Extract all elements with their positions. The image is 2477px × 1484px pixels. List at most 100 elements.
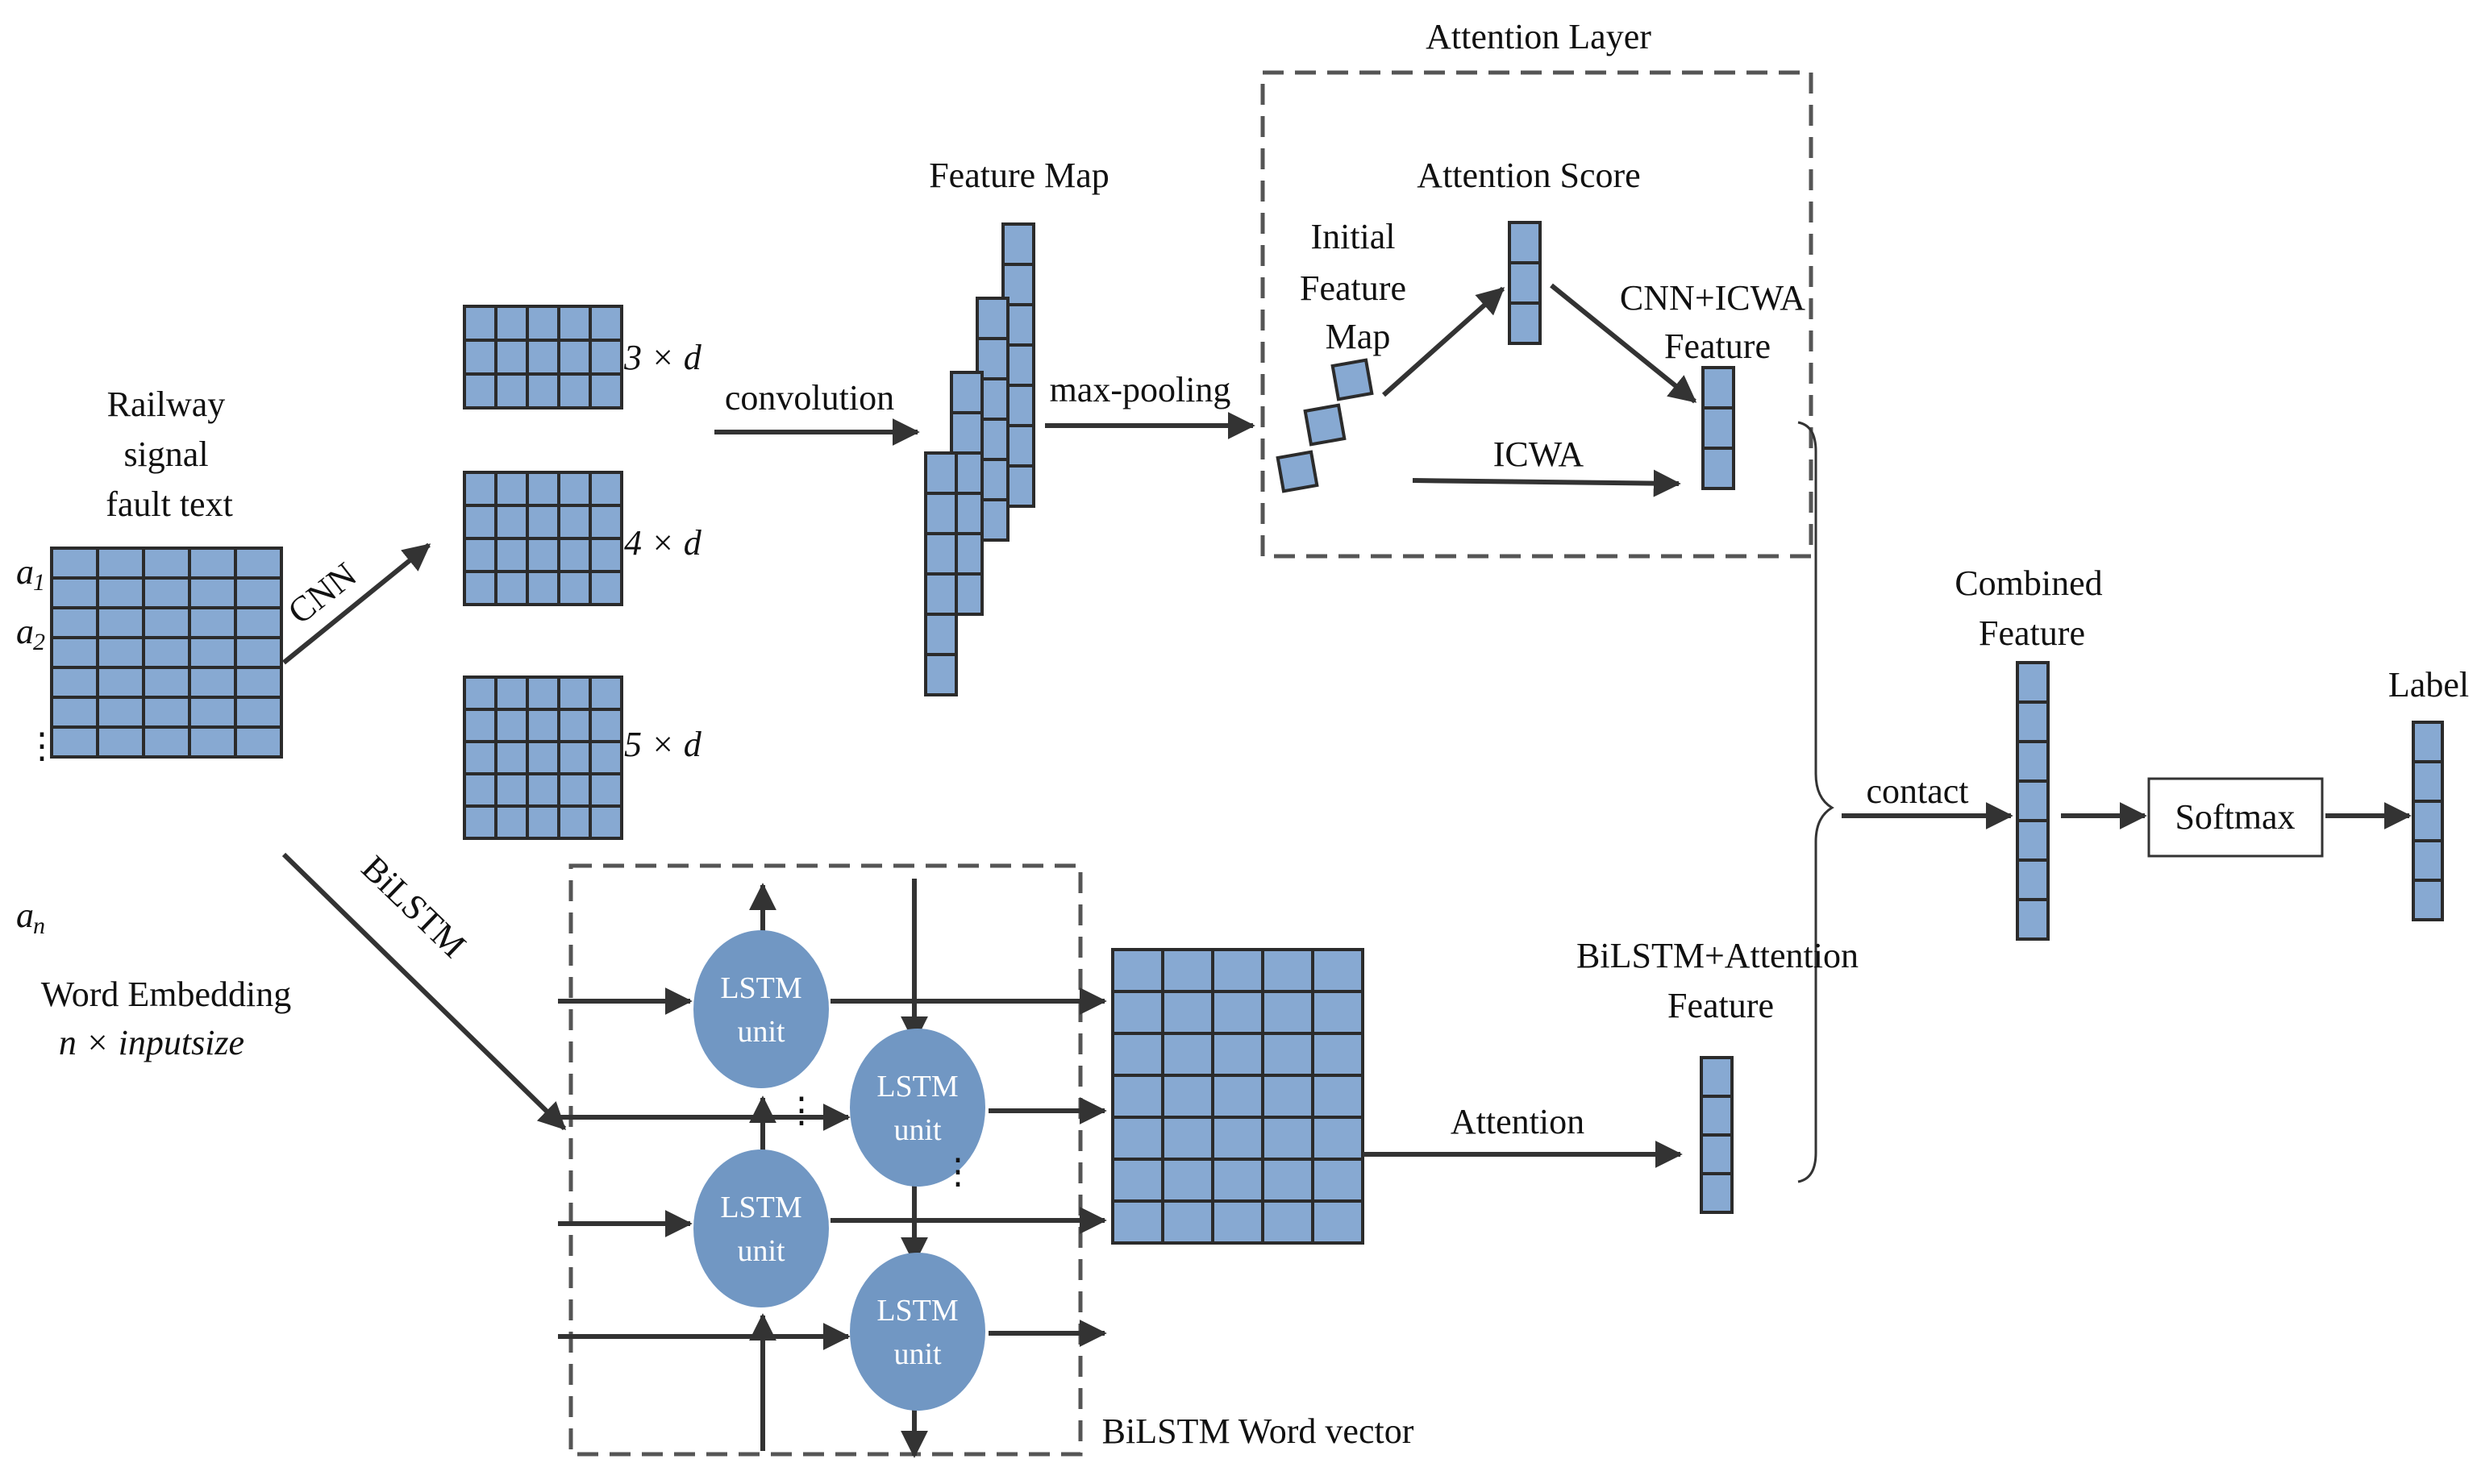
- bilstm-word-vector-matrix-cell: [1211, 1032, 1264, 1077]
- bilstm-word-vector-matrix-cell: [1311, 1158, 1364, 1203]
- word-embedding-matrix-cell: [142, 576, 191, 609]
- bilstm-word-vector-matrix-cell: [1211, 1199, 1264, 1245]
- kernel-4xd-grid-cell: [494, 570, 529, 606]
- word-embedding-matrix-cell: [96, 666, 145, 699]
- score-to-feature-arrow: [1550, 283, 1697, 404]
- kernel-5xd-grid-cell: [526, 708, 560, 743]
- svg-text:1: 1: [33, 569, 45, 596]
- feature-map-column-2: [976, 297, 1010, 542]
- bilstm-word-vector-matrix-cell: [1161, 948, 1214, 993]
- word-embedding-matrix-cell: [188, 696, 237, 729]
- kernel-3xd-grid-cell: [494, 305, 529, 342]
- initial-feature-map-cell: [1303, 403, 1347, 447]
- word-embedding-matrix-cell: [96, 576, 145, 609]
- railway-label-line3: fault text: [106, 484, 233, 524]
- kernel-4xd-grid-cell: [494, 537, 529, 573]
- bilstm-word-vector-matrix-cell: [1111, 1032, 1164, 1077]
- kernel-3xd-grid-cell: [494, 372, 529, 409]
- bilstm-word-vector-matrix-cell: [1211, 1158, 1264, 1203]
- kernel-3xd-grid-cell: [589, 305, 623, 342]
- feature-map-column-4: [924, 451, 958, 696]
- kernel-5xd-grid-cell: [557, 708, 592, 743]
- kernel-5xd-grid-cell: [463, 708, 497, 743]
- kernel-5xd-grid-cell: [589, 804, 623, 840]
- word-embedding-matrix-cell: [96, 636, 145, 669]
- kernel-3xd-label: 3 × d: [623, 338, 702, 377]
- initial-feature-map-cell: [1276, 450, 1319, 493]
- cnn-icwa-feature-vector: [1701, 366, 1735, 490]
- kernel-4xd-grid-cell: [557, 504, 592, 540]
- merge-brace: [1797, 421, 1834, 1183]
- kernel-5xd-grid-cell: [494, 675, 529, 711]
- word-embedding-matrix-cell: [50, 666, 99, 699]
- lstm-unit-1-sublabel: unit: [737, 1015, 785, 1049]
- bilstm-word-vector-matrix-cell: [1161, 1158, 1214, 1203]
- bilstm-word-vector-matrix-cell: [1211, 1074, 1264, 1119]
- railway-label-line2: signal: [123, 434, 208, 474]
- bilstm-word-vector-matrix-cell: [1211, 948, 1264, 993]
- combined-feature-vector-cell: [2016, 779, 2050, 822]
- bilstm-word-vector-matrix-cell: [1311, 948, 1364, 993]
- bilstm-word-vector-matrix-cell: [1311, 990, 1364, 1035]
- kernel-4xd-grid-cell: [526, 570, 560, 606]
- bilstm-word-vector-matrix-cell: [1161, 1199, 1214, 1245]
- word-embedding-matrix-cell: [188, 547, 237, 580]
- kernel-3xd-grid-cell: [557, 305, 592, 342]
- kernel-3xd-grid: [463, 305, 623, 409]
- lstm-dots-right: ⋮: [940, 1152, 976, 1191]
- row-label-dots: ⋮: [24, 726, 60, 766]
- kernel-3xd-grid-cell: [463, 305, 497, 342]
- svg-text:a: a: [16, 896, 34, 935]
- label-vector-cell: [2412, 800, 2444, 842]
- word-embedding-matrix-cell: [234, 666, 283, 699]
- bilstm-word-vector-matrix-cell: [1111, 990, 1164, 1035]
- bilstm-word-vector-matrix-cell: [1261, 990, 1314, 1035]
- feature-map-column-3-cell: [950, 411, 984, 455]
- contact-label: contact: [1866, 771, 1968, 811]
- kernel-5xd-grid-cell: [589, 675, 623, 711]
- cnn-icwa-feature-label-line1: CNN+ICWA: [1620, 278, 1805, 318]
- word-embedding-matrix-cell: [96, 696, 145, 729]
- combined-feature-vector-cell: [2016, 661, 2050, 704]
- kernel-5xd-grid-cell: [463, 772, 497, 808]
- cnn-icwa-feature-label-line2: Feature: [1664, 326, 1771, 366]
- combined-feature-vector-cell: [2016, 898, 2050, 941]
- feature-map-column-1-cell: [1001, 222, 1035, 266]
- bilstm-word-vector-matrix-cell: [1261, 1199, 1314, 1245]
- kernel-4xd-grid-cell: [589, 504, 623, 540]
- kernel-3xd-grid-cell: [494, 339, 529, 376]
- word-embedding-matrix-cell: [50, 547, 99, 580]
- kernel-3xd-grid-cell: [463, 339, 497, 376]
- cnn-icwa-feature-vector-cell: [1701, 447, 1735, 490]
- kernel-5xd-grid-cell: [557, 804, 592, 840]
- bilstm-word-vector-label: BiLSTM Word vector: [1102, 1411, 1414, 1451]
- bilstm-word-vector-matrix-cell: [1111, 1158, 1164, 1203]
- kernel-4xd-grid-cell: [589, 537, 623, 573]
- lstm-unit-2-sublabel: unit: [893, 1113, 942, 1147]
- combined-feature-vector-cell: [2016, 740, 2050, 783]
- kernel-5xd-grid-cell: [463, 740, 497, 775]
- bilstm-attention-feature-vector-cell: [1700, 1133, 1734, 1175]
- combined-feature-vector: [2016, 661, 2050, 941]
- word-embedding-matrix-cell: [50, 696, 99, 729]
- svg-text:a: a: [16, 612, 34, 651]
- cnn-icwa-feature-vector-cell: [1701, 366, 1735, 409]
- feature-map-column-4-cell: [924, 572, 958, 616]
- word-embedding-matrix-cell: [142, 725, 191, 759]
- word-embedding-matrix-cell: [188, 576, 237, 609]
- kernel-5xd-grid-cell: [463, 675, 497, 711]
- bilstm-label: BiLSTM: [354, 848, 473, 966]
- kernel-4xd-grid-cell: [557, 570, 592, 606]
- word-embedding-matrix-cell: [50, 725, 99, 759]
- lstm-unit-4-sublabel: unit: [893, 1337, 942, 1371]
- bilstm-layer-box: [568, 863, 1083, 1457]
- word-embedding-matrix-cell: [142, 666, 191, 699]
- word-embedding-matrix-cell: [234, 606, 283, 639]
- row-label-an: a n: [16, 896, 45, 939]
- lstm-unit-2: LSTM unit: [850, 1029, 985, 1187]
- softmax-box: [2147, 777, 2324, 858]
- bilstm-word-vector-matrix-cell: [1261, 1158, 1314, 1203]
- word-embedding-matrix-cell: [142, 547, 191, 580]
- bilstm-word-vector-matrix-cell: [1111, 1074, 1164, 1119]
